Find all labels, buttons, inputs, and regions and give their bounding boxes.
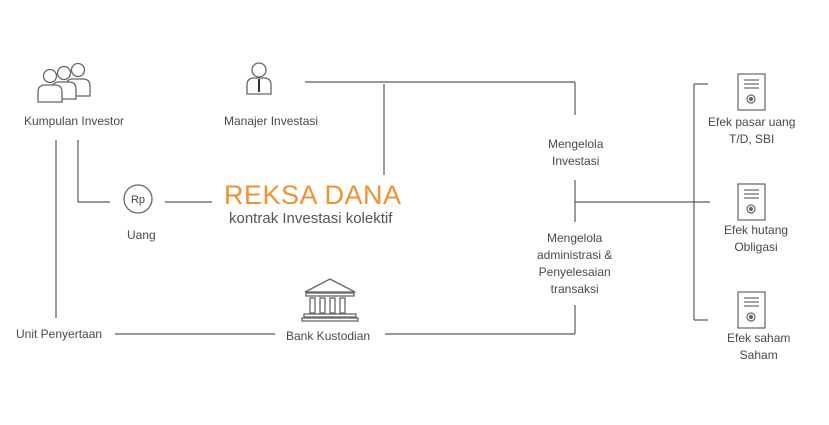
bond-label: Efek hutang Obligasi bbox=[724, 223, 789, 254]
money-market-label: Efek pasar uang T/D, SBI bbox=[708, 115, 796, 146]
bond-document-icon bbox=[737, 183, 766, 221]
units-label: Unit Penyertaan bbox=[16, 327, 103, 341]
investor-group-label: Kumpulan Investor bbox=[24, 114, 125, 128]
manager-icon bbox=[246, 62, 272, 95]
money-label: Uang bbox=[127, 228, 156, 242]
manage-investment-label: Mengelola Investasi bbox=[548, 137, 604, 168]
bank-icon bbox=[301, 278, 359, 322]
custodian-label: Bank Kustodian bbox=[286, 329, 371, 343]
manager-label: Manajer Investasi bbox=[224, 114, 319, 128]
stock-label: Efek saham Saham bbox=[727, 331, 791, 362]
stock-document-icon bbox=[737, 291, 766, 329]
manage-admin-label: Mengelola administrasi & Penyelesaian tr… bbox=[537, 231, 613, 296]
center-subtitle: kontrak Investasi kolektif bbox=[229, 210, 393, 227]
investor-group-icon bbox=[37, 62, 91, 103]
connector-lines bbox=[55, 81, 710, 335]
money-icon: Rp bbox=[123, 184, 153, 214]
money-market-document-icon bbox=[737, 73, 766, 111]
center-title: REKSA DANA bbox=[224, 180, 402, 210]
svg-text:Rp: Rp bbox=[131, 194, 145, 206]
